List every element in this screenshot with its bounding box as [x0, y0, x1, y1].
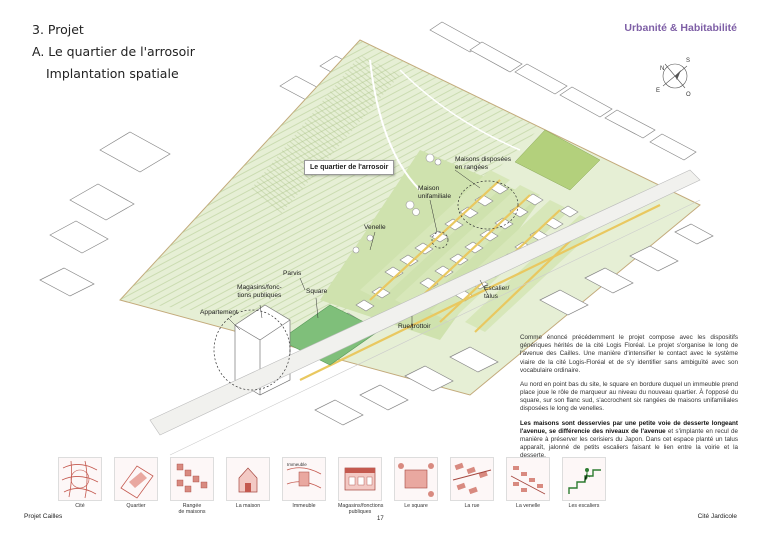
paragraph-3-bold: Les maisons sont desservies par une peti…	[520, 419, 738, 435]
footer-right: Cité Jardicole	[697, 513, 737, 520]
section-number: 3. Projet	[32, 22, 84, 37]
label-quartier: Le quartier de l'arrosoir	[304, 160, 395, 175]
icon-item-rue: La rue	[450, 457, 494, 510]
icon-item-maison: La maison	[226, 457, 270, 510]
street-buildings	[314, 223, 714, 426]
page-subtitle: Implantation spatiale	[46, 66, 179, 81]
immeuble-icon: Immeuble	[282, 457, 326, 501]
icon-caption: La maison	[235, 503, 261, 509]
label-appartement: Appartement	[200, 309, 238, 316]
label-rue-trottoir: Rue/trottoir	[398, 323, 431, 330]
paragraph-3-rest: et s'implante en recul de manière à prés…	[520, 427, 739, 460]
leader-lines	[227, 169, 489, 331]
icon-caption: La rue	[464, 503, 480, 509]
magasins-icon	[338, 457, 382, 501]
icon-caption: Magasins/fonctions publiques	[338, 503, 384, 515]
description-text: Comme énoncé précédemment le projet comp…	[520, 334, 738, 466]
icon-caption: Le square	[404, 503, 428, 509]
brand-title: Urbanité & Habitabilité	[624, 22, 737, 34]
label-magasins: Magasins/fonc- tions publiques	[237, 284, 282, 299]
neighbour-buildings	[39, 21, 697, 297]
paragraph-1: Comme énoncé précédemment le projet comp…	[520, 334, 738, 374]
venelle-icon	[506, 457, 550, 501]
icon-item-venelle: La venelle	[506, 457, 550, 510]
rangee-icon	[170, 457, 214, 501]
site-axonometry	[39, 21, 714, 456]
icon-item-square: Le square	[394, 457, 438, 510]
cite-icon	[58, 457, 102, 501]
quartier-icon	[114, 457, 158, 501]
icon-strip: Cité Quartier Rangée de maisons La maiso…	[58, 457, 606, 517]
compass-n: N	[660, 66, 664, 72]
label-escalier: Escalier/ talus	[484, 285, 510, 300]
label-parvis: Parvis	[283, 270, 302, 277]
escaliers-icon	[562, 457, 606, 501]
paragraph-2: Au nord en point bas du site, le square …	[520, 380, 738, 413]
icon-item-immeuble: Immeuble Immeuble	[282, 457, 326, 510]
compass-icon: N S E O	[656, 58, 691, 98]
icon-caption: Quartier	[126, 503, 146, 509]
icon-caption: Immeuble	[292, 503, 316, 509]
icon-caption: Cité	[75, 503, 85, 509]
icon-caption: La venelle	[515, 503, 541, 509]
maison-icon	[226, 457, 270, 501]
focus-circles	[213, 180, 519, 391]
label-maison-unifamiliale: Maison unifamiliale	[418, 185, 451, 200]
icon-item-cite: Cité	[58, 457, 102, 510]
page-title: A. Le quartier de l'arrosoir	[32, 44, 195, 59]
icon-item-rangee: Rangée de maisons	[170, 457, 214, 516]
paragraph-3: Les maisons sont desservies par une peti…	[520, 420, 738, 461]
trees	[352, 153, 442, 254]
compass-s: S	[686, 58, 690, 64]
footer-project: Projet Cailles	[24, 513, 63, 520]
label-venelle: Venelle	[364, 224, 386, 231]
icon-item-quartier: Quartier	[114, 457, 158, 510]
square-icon	[394, 457, 438, 501]
compass-o: O	[686, 92, 691, 98]
label-maisons-rangees: Maisons disposées en rangées	[455, 156, 512, 171]
icon-item-escaliers: Les escaliers	[562, 457, 606, 510]
icon-badge-label: Immeuble	[287, 462, 307, 467]
compass-e: E	[656, 88, 660, 94]
icon-caption: Les escaliers	[568, 503, 600, 509]
rue-icon	[450, 457, 494, 501]
icon-caption: Rangée de maisons	[178, 503, 206, 515]
label-square: Square	[306, 288, 328, 295]
page-number: 17	[377, 516, 384, 522]
icon-item-magasins: Magasins/fonctions publiques	[338, 457, 384, 516]
